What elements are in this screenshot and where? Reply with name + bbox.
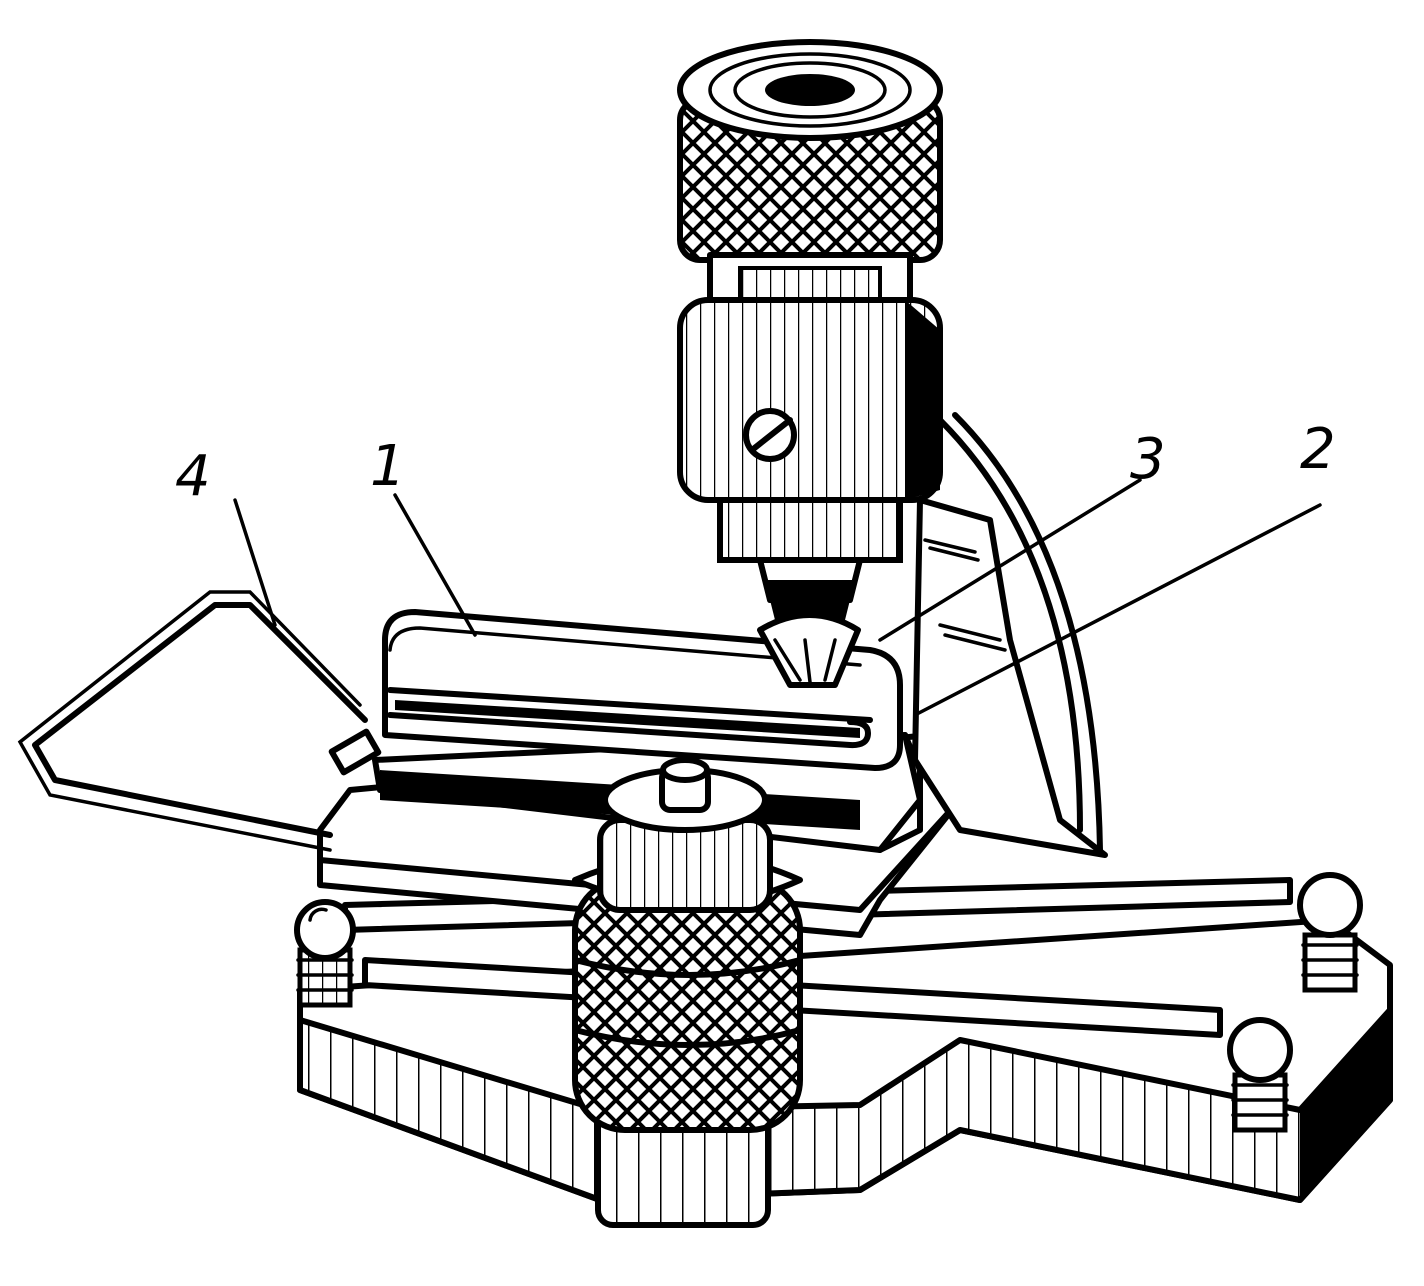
leader-1 bbox=[393, 493, 477, 637]
ball-stop-icon bbox=[294, 872, 1363, 1133]
ball-stop-right-front bbox=[1227, 1017, 1293, 1133]
arc-arm bbox=[912, 412, 1108, 858]
base-plate bbox=[297, 917, 1393, 1203]
indenter bbox=[757, 612, 861, 688]
leader-4 bbox=[233, 498, 277, 627]
knurled-knob-icon bbox=[677, 39, 943, 263]
ball-stop-left bbox=[294, 899, 356, 1008]
front-column bbox=[572, 757, 803, 1228]
leader-lines bbox=[233, 478, 1322, 717]
callout-1: 1 bbox=[370, 434, 406, 499]
callout-3: 3 bbox=[1130, 427, 1166, 492]
wire-frame bbox=[17, 590, 382, 852]
ball-stop-right-back bbox=[1297, 872, 1363, 993]
callout-4: 4 bbox=[175, 444, 211, 509]
leader-2 bbox=[913, 503, 1322, 717]
spindle-head bbox=[677, 39, 943, 620]
leader-3 bbox=[878, 478, 1142, 642]
callout-2: 2 bbox=[1300, 417, 1336, 482]
screw-slot-icon bbox=[743, 408, 797, 462]
